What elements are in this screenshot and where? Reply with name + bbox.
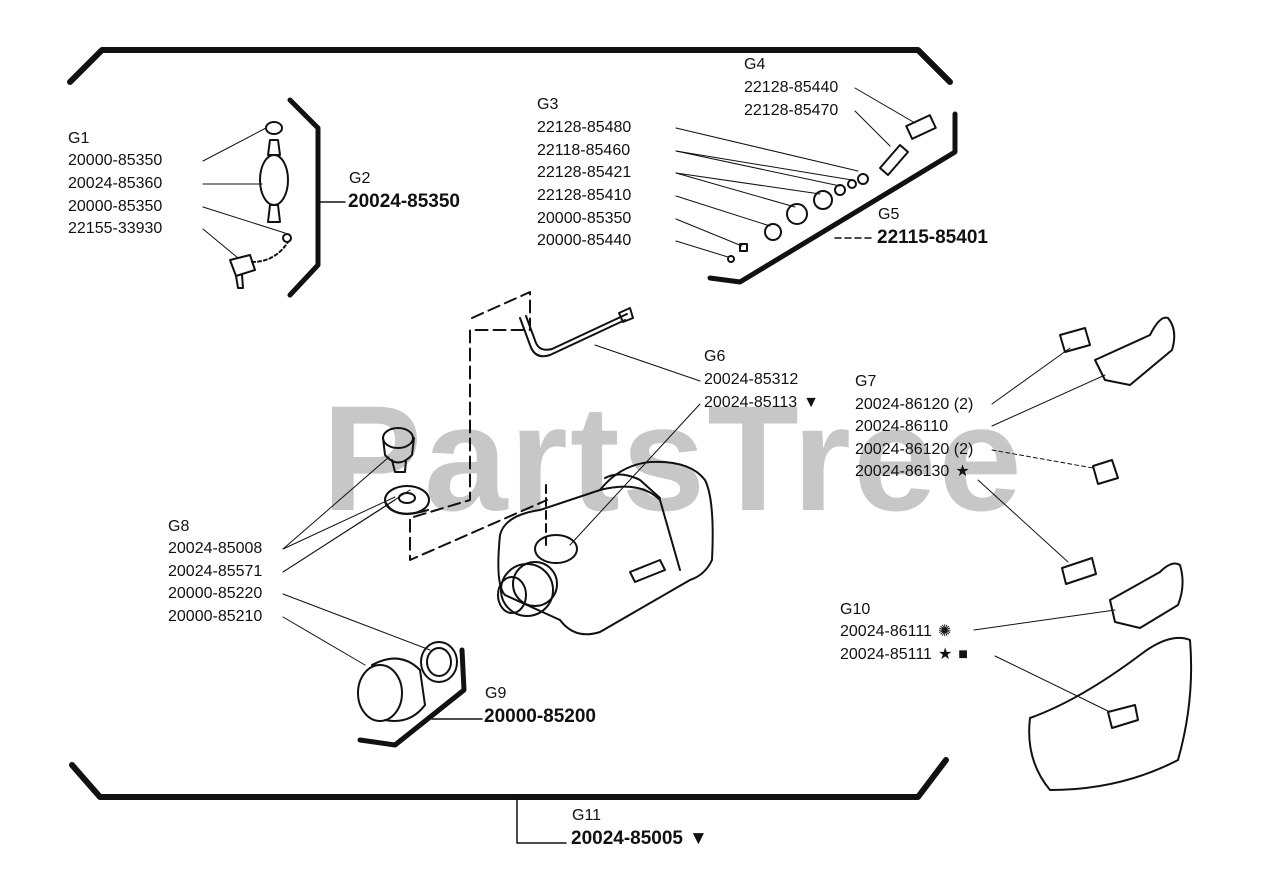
group-label-g3: G3	[537, 96, 559, 113]
part-number[interactable]: 20000-85440	[537, 232, 632, 249]
main-bracket-top	[67, 47, 953, 85]
part-number: 20024-86111	[840, 623, 932, 640]
part-number[interactable]: 22128-85440	[744, 79, 839, 96]
part-number[interactable]: 20024-85008	[168, 540, 263, 557]
fuel-line-drawing	[519, 307, 634, 358]
part-number[interactable]: 20024-86120 (2)	[855, 396, 974, 413]
part-number[interactable]: 22128-85421	[537, 164, 632, 181]
part-number: 20024-86130	[855, 463, 950, 480]
main-bracket-bottom	[69, 757, 949, 800]
g5-bracket	[707, 111, 958, 285]
group-label-g9: G9	[485, 685, 507, 702]
fuel-tank-drawing	[497, 460, 714, 636]
part-number[interactable]: 20000-85350	[537, 210, 632, 227]
part-number[interactable]: 20000-85350	[68, 152, 163, 169]
part-number: 20024-85113	[704, 394, 798, 411]
part-number[interactable]: 20000-85220	[168, 585, 263, 602]
primer-bulb-drawing	[229, 121, 292, 289]
part-number[interactable]: 22128-85480	[537, 119, 632, 136]
group-label-g4: G4	[744, 56, 766, 73]
part-number-row[interactable]: 20024-86111 ✺	[840, 623, 951, 641]
part-number[interactable]: 20024-85360	[68, 175, 163, 192]
assembly-number[interactable]: 20000-85200	[484, 706, 596, 727]
fuel-cap-drawing	[357, 427, 458, 722]
triangle-icon: ▼	[689, 828, 708, 849]
g9-bracket	[357, 647, 467, 748]
assembly-number[interactable]: 20024-85350	[348, 191, 460, 212]
group-label-g11: G11	[572, 807, 602, 824]
group-label-g7: G7	[855, 373, 877, 390]
part-number-row[interactable]: 20024-85111 ★ ■	[840, 646, 968, 664]
g11-leader	[516, 798, 567, 844]
group-label-g6: G6	[704, 348, 726, 365]
part-number-row[interactable]: 20024-85113 ▼	[704, 394, 819, 412]
group-label-g2: G2	[349, 170, 371, 187]
group-label-g8: G8	[168, 518, 190, 535]
group-label-g5: G5	[878, 206, 900, 223]
part-number[interactable]: 22155-33930	[68, 220, 163, 237]
star-icon: ★	[937, 646, 953, 663]
part-number: 20024-85111	[840, 646, 932, 663]
dashed-frame	[409, 291, 548, 561]
part-number[interactable]: 20024-86120 (2)	[855, 441, 974, 458]
triangle-icon: ▼	[803, 394, 819, 411]
watermark: PartsTree	[322, 374, 1024, 542]
burst-icon: ✺	[937, 623, 952, 640]
assembly-number-row[interactable]: 20024-85005 ▼	[571, 828, 708, 850]
mount-bracket-drawing	[1028, 316, 1193, 791]
part-number[interactable]: 20024-85571	[168, 563, 263, 580]
part-number[interactable]: 20000-85350	[68, 198, 163, 215]
part-number[interactable]: 22128-85470	[744, 102, 839, 119]
group-label-g10: G10	[840, 601, 871, 618]
square-icon: ■	[958, 646, 968, 663]
star-icon: ★	[955, 463, 970, 480]
part-number[interactable]: 20000-85210	[168, 608, 263, 625]
assembly-number[interactable]: 22115-85401	[877, 227, 988, 248]
group-label-g1: G1	[68, 130, 90, 147]
part-number[interactable]: 22118-85460	[537, 142, 631, 159]
part-number[interactable]: 20024-85312	[704, 371, 799, 388]
part-number[interactable]: 22128-85410	[537, 187, 632, 204]
assembly-number: 20024-85005	[571, 828, 683, 849]
part-number[interactable]: 20024-86110	[855, 418, 949, 435]
part-number-row[interactable]: 20024-86130 ★	[855, 463, 970, 481]
g2-bracket	[287, 97, 321, 298]
